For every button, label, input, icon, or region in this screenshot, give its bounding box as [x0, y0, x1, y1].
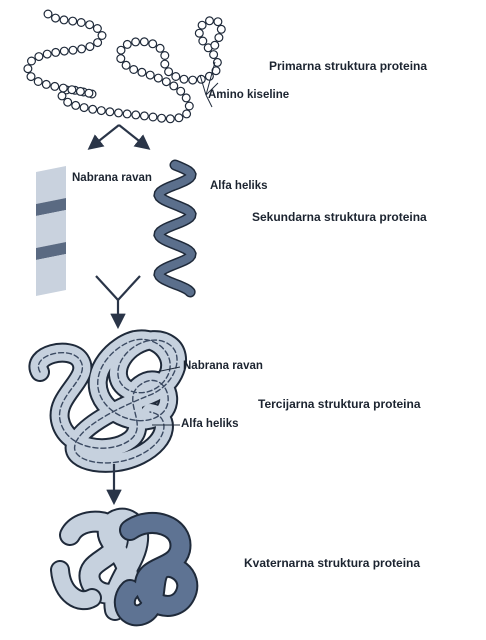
quaternary-structure-title: Kvaternarna struktura proteina: [244, 556, 421, 570]
tertiary-pointer-lines: [152, 366, 181, 426]
amino-acid-bead: [160, 50, 170, 60]
amino-acid-bead: [26, 72, 36, 82]
amino-acid-bead: [93, 38, 103, 48]
amino-acid-bead: [85, 42, 95, 52]
amino-acid-bead: [116, 45, 126, 55]
pleated-sheet-label-tertiary: Nabrana ravan: [183, 360, 263, 372]
amino-acid-bead: [213, 17, 223, 27]
quaternary-subunits: [50, 507, 199, 627]
pleated-sheet-shape: [36, 166, 66, 296]
amino-acid-bead: [68, 16, 78, 26]
amino-acid-bead: [137, 67, 147, 77]
amino-acid-bead: [161, 77, 171, 87]
amino-acid-bead: [63, 97, 73, 107]
amino-acid-bead: [212, 57, 222, 67]
amino-acid-bead: [181, 93, 191, 103]
amino-acid-bead: [160, 59, 170, 69]
amino-acid-bead: [157, 113, 167, 123]
amino-acid-bead: [216, 24, 226, 34]
amino-acid-bead: [122, 39, 132, 49]
amino-acid-bead: [153, 73, 163, 83]
amino-acid-bead: [169, 81, 179, 91]
amino-acid-bead: [57, 91, 67, 101]
amino-acid-bead: [41, 79, 51, 89]
amino-acid-bead: [210, 40, 220, 50]
tertiary-structure-title: Tercijarna struktura proteina: [258, 397, 421, 411]
tertiary-folded-ribbon: [28, 329, 187, 473]
amino-acid-bead: [155, 43, 165, 53]
amino-acid-bead: [68, 45, 78, 55]
amino-acid-bead: [171, 71, 181, 81]
amino-acid-bead: [96, 106, 106, 116]
amino-acid-bead: [59, 46, 69, 56]
amino-acids-label: Amino kiseline: [208, 89, 290, 101]
amino-acid-bead: [198, 36, 208, 46]
amino-acid-bead: [139, 37, 149, 47]
amino-acid-bead: [97, 31, 107, 41]
amino-acid-bead: [67, 85, 77, 95]
primary-bead-chain: [23, 9, 226, 124]
amino-acid-bead: [129, 64, 139, 74]
amino-acid-bead: [174, 113, 184, 123]
amino-acid-bead: [84, 88, 94, 98]
amino-acid-bead: [23, 64, 33, 74]
amino-acid-bead: [105, 107, 115, 117]
amino-acid-bead: [50, 81, 60, 91]
amino-acid-bead: [145, 70, 155, 80]
amino-acid-bead: [214, 33, 224, 43]
amino-acid-bead: [27, 56, 37, 66]
amino-acid-bead: [51, 47, 61, 57]
amino-acid-bead: [43, 9, 53, 19]
alpha-helix-fill: [154, 161, 196, 296]
amino-acid-bead: [122, 109, 132, 119]
amino-acid-bead: [148, 39, 158, 49]
amino-acid-bead: [139, 111, 149, 121]
amino-acid-bead: [182, 109, 192, 119]
alpha-helix-shape: [153, 159, 197, 298]
amino-acid-bead: [34, 52, 44, 62]
amino-acid-bead: [42, 49, 52, 59]
amino-acid-bead: [85, 20, 95, 30]
amino-acid-bead: [131, 37, 141, 47]
primary-structure-title: Primarna struktura proteina: [269, 59, 428, 73]
amino-acid-bead: [148, 112, 158, 122]
amino-acid-bead: [50, 13, 60, 23]
amino-acid-bead: [71, 100, 81, 110]
amino-acid-bead: [92, 24, 102, 34]
amino-acid-bead: [184, 101, 194, 111]
amino-acid-bead: [33, 76, 43, 86]
amino-acid-bead: [58, 83, 68, 93]
amino-acid-bead: [76, 18, 86, 28]
amino-acid-bead: [131, 110, 141, 120]
primary-to-secondary-arrows: [87, 124, 151, 150]
amino-acid-bead: [164, 67, 174, 77]
amino-acid-bead: [59, 15, 69, 25]
amino-acid-bead: [121, 60, 131, 70]
amino-acid-bead: [75, 86, 85, 96]
amino-acid-bead: [116, 54, 126, 64]
amino-acid-bead: [77, 44, 87, 54]
amino-acid-bead: [165, 114, 175, 124]
amino-acid-bead: [197, 20, 207, 30]
amino-acid-bead: [205, 16, 215, 26]
amino-acid-bead: [211, 66, 221, 76]
amino-acid-bead: [209, 50, 219, 60]
amino-acid-bead: [176, 86, 186, 96]
amino-acid-bead: [179, 74, 189, 84]
alpha-helix-label-secondary: Alfa heliks: [210, 180, 268, 192]
amino-acid-bead: [188, 75, 198, 85]
amino-acid-bead: [88, 104, 98, 114]
amino-acid-bead: [113, 108, 123, 118]
secondary-to-tertiary-arrow: [95, 275, 141, 330]
amino-acid-bead: [194, 28, 204, 38]
amino-acid-pointer-lines: [199, 61, 219, 108]
alpha-helix-label-tertiary: Alfa heliks: [181, 418, 239, 430]
pleated-sheet-label-secondary: Nabrana ravan: [72, 172, 152, 184]
secondary-structure-title: Sekundarna struktura proteina: [252, 210, 427, 224]
amino-acid-bead: [79, 103, 89, 113]
